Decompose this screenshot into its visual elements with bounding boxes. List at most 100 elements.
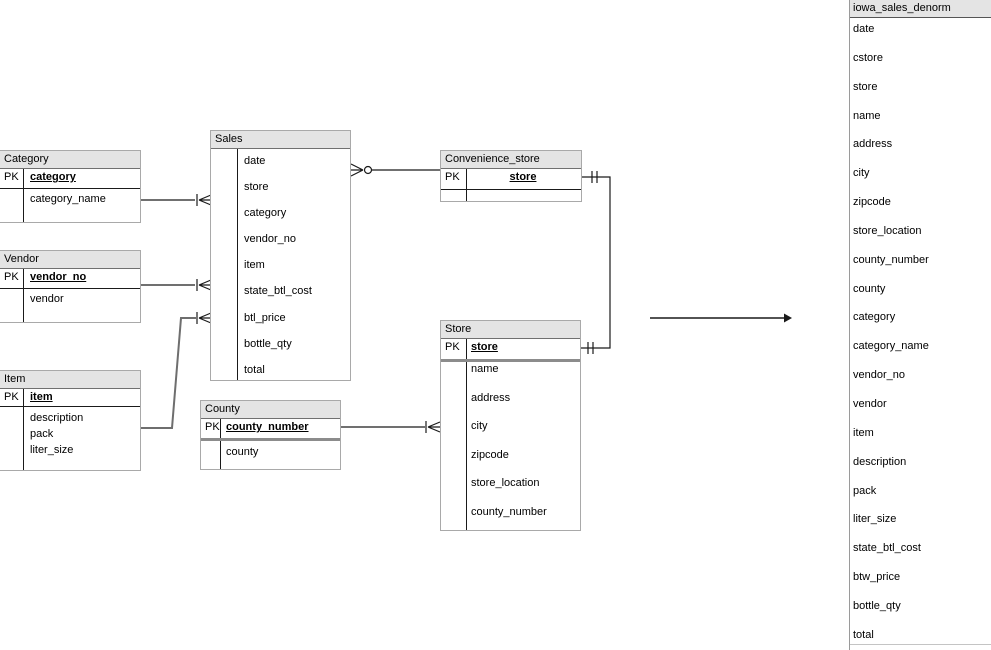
denorm-field-row: state_btl_cost bbox=[853, 542, 921, 555]
pk-label: PK bbox=[4, 391, 19, 403]
pk-column-divider bbox=[466, 339, 467, 530]
denorm-field-row: bottle_qty bbox=[853, 599, 901, 612]
denorm-field-row: city bbox=[853, 167, 870, 180]
denorm-field-row: vendor bbox=[853, 397, 887, 410]
pk-row: PK store bbox=[441, 339, 580, 362]
relationship-sales-convenience-store bbox=[350, 163, 440, 177]
denorm-bottom-divider bbox=[850, 644, 991, 645]
field-row: item bbox=[244, 259, 265, 272]
denorm-field-row: county bbox=[853, 282, 886, 295]
pk-field: item bbox=[30, 391, 53, 403]
denorm-field-row: category_name bbox=[853, 340, 929, 353]
field-row: county bbox=[226, 446, 259, 458]
pk-row: PK category bbox=[0, 169, 140, 189]
pk-column-divider bbox=[220, 419, 221, 469]
field-list: county bbox=[201, 441, 340, 461]
denorm-panel[interactable]: iowa_sales_denorm date cstore store name add… bbox=[849, 0, 991, 650]
table-title: Convenience_store bbox=[441, 151, 581, 169]
pk-column-divider bbox=[466, 169, 467, 201]
field-row: name bbox=[471, 363, 499, 375]
pk-field: store bbox=[471, 341, 498, 353]
denorm-field-row: address bbox=[853, 138, 893, 151]
relationship-convenience-store-store bbox=[581, 171, 611, 354]
denorm-field-row: county_number bbox=[853, 253, 929, 266]
flow-arrow bbox=[650, 313, 792, 323]
table-body: PK category category_name bbox=[0, 169, 140, 222]
table-title: Category bbox=[0, 151, 140, 169]
table-title: Sales bbox=[211, 131, 350, 149]
field-row: pack bbox=[30, 428, 54, 440]
field-list: category_name bbox=[0, 189, 140, 208]
pk-field: county_number bbox=[226, 421, 309, 433]
pk-column-divider bbox=[237, 149, 238, 380]
denorm-field-row: store_location bbox=[853, 224, 922, 237]
field-list: description pack liter_size bbox=[0, 407, 140, 459]
table-title: Store bbox=[441, 321, 580, 339]
denorm-field-row: zipcode bbox=[853, 196, 891, 209]
table-title: Item bbox=[0, 371, 140, 389]
pk-field: store bbox=[509, 171, 537, 183]
field-row: liter_size bbox=[30, 444, 74, 456]
field-row: description bbox=[30, 412, 84, 424]
relationship-county-store bbox=[341, 421, 441, 433]
pk-label: PK bbox=[4, 171, 19, 183]
relationship-vendor-sales bbox=[141, 279, 212, 291]
field-row: category_name bbox=[30, 193, 106, 205]
denorm-field-row: total bbox=[853, 628, 874, 641]
field-row: state_btl_cost bbox=[244, 285, 312, 298]
field-row: category bbox=[244, 207, 287, 220]
table-body: PK store bbox=[441, 169, 581, 201]
field-row: total bbox=[244, 363, 265, 376]
denorm-field-row: pack bbox=[853, 484, 877, 497]
denorm-field-row: name bbox=[853, 109, 881, 122]
field-row: vendor_no bbox=[244, 233, 296, 246]
field-row: store bbox=[244, 181, 269, 194]
pk-column-divider bbox=[23, 169, 24, 222]
denorm-field-row: btw_price bbox=[853, 571, 901, 584]
denorm-field-row: category bbox=[853, 311, 896, 324]
denorm-field-row: liter_size bbox=[853, 513, 897, 526]
denorm-field-row: item bbox=[853, 426, 874, 439]
pk-row: PK county_number bbox=[201, 419, 340, 441]
pk-label: PK bbox=[445, 341, 460, 353]
table-title: Vendor bbox=[0, 251, 140, 269]
pk-field: category bbox=[30, 171, 76, 183]
field-row: city bbox=[471, 420, 488, 433]
relationship-item-sales bbox=[141, 312, 212, 429]
field-row: county_number bbox=[471, 505, 547, 518]
denorm-field-list: date cstore store name address city zipcode sto… bbox=[850, 18, 991, 650]
pk-field: vendor_no bbox=[30, 271, 87, 283]
denorm-field-row: date bbox=[853, 23, 875, 35]
table-body: PK item description pack liter_size bbox=[0, 389, 140, 470]
denorm-field-row: description bbox=[853, 455, 907, 468]
denorm-field-row: cstore bbox=[853, 51, 883, 64]
table-body: PK store name address city zipcode store_locat… bbox=[441, 339, 580, 530]
pk-row: PK store bbox=[441, 169, 581, 190]
denorm-title: iowa_sales_denorm bbox=[850, 0, 991, 18]
pk-label: PK bbox=[445, 171, 460, 183]
field-row: zipcode bbox=[471, 448, 509, 461]
pk-column-divider bbox=[23, 269, 24, 322]
field-row: vendor bbox=[30, 293, 64, 305]
pk-row: PK item bbox=[0, 389, 140, 407]
pk-label: PK bbox=[205, 421, 220, 433]
field-row: store_location bbox=[471, 477, 540, 490]
denorm-field-row: store bbox=[853, 80, 878, 93]
table-title: County bbox=[201, 401, 340, 419]
field-row: address bbox=[471, 391, 511, 404]
